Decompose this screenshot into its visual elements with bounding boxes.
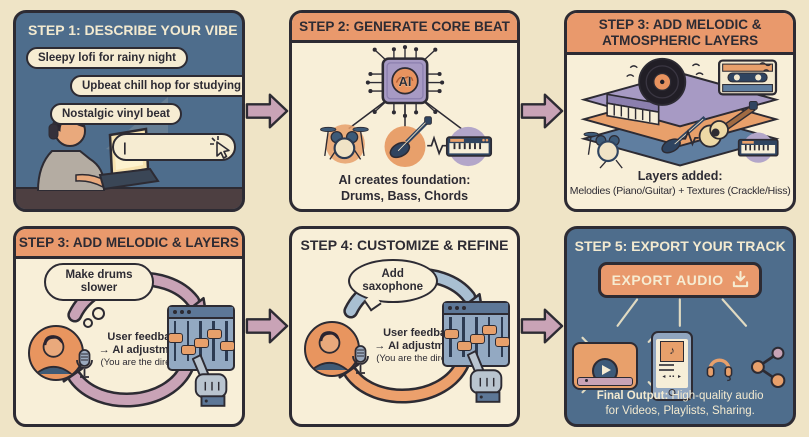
panel-step4: STEP 4: CUSTOMIZE & REFINE Add saxophone (288, 225, 521, 427)
right-arrow-icon (521, 93, 564, 129)
flow-arrow-2 (520, 10, 564, 212)
music-note-icon: ♪ (660, 340, 685, 362)
acoustic-guitar-icon (698, 101, 758, 148)
waveform-icon (681, 129, 699, 147)
feedback-cycle: Make drums slower User (16, 259, 242, 415)
prompt-bubble: Sleepy lofi for rainy night (26, 47, 189, 69)
step2-caption: AI creates foundation: Drums, Bass, Chor… (338, 173, 471, 203)
video-player-icon (572, 341, 639, 390)
piano-icon (606, 93, 660, 126)
step1-title: STEP 1: DESCRIBE YOUR VIBE (28, 22, 238, 38)
robot-hand-icon (191, 353, 227, 407)
waveform-icon (426, 135, 447, 156)
step5-title: STEP 5: EXPORT YOUR TRACK (574, 237, 786, 254)
desk (16, 186, 242, 209)
volume-slider[interactable] (443, 316, 459, 357)
panel-step5: STEP 5: EXPORT YOUR TRACK EXPORT AUDIO (564, 225, 797, 427)
right-arrow-icon (245, 308, 288, 344)
export-targets: ♪ ◂ ▪▪ ▸ (567, 330, 793, 401)
top-row: STEP 1: DESCRIBE YOUR VIBE Sleepy lofi f… (13, 10, 797, 212)
flow-arrow-4 (520, 226, 564, 428)
right-arrow-icon (521, 308, 564, 344)
thought-dot (92, 306, 105, 320)
phone-screen: ♪ ◂ ▪▪ ▸ (656, 338, 689, 388)
user-avatar (28, 324, 84, 381)
step5-caption: Final Output: High-quality audio for Vid… (596, 390, 764, 418)
panel-step1: STEP 1: DESCRIBE YOUR VIBE Sleepy lofi f… (13, 10, 245, 212)
drums-icon (583, 131, 623, 169)
bottom-row: STEP 3: ADD MELODIC & LAYERS Make drums … (13, 225, 797, 428)
step3top-caption: Layers added: Melodies (Piano/Guitar) + … (569, 169, 791, 197)
flow-arrow-1 (245, 10, 289, 212)
bass-guitar-icon (384, 116, 432, 168)
volume-slider[interactable] (482, 316, 498, 357)
volume-slider[interactable] (193, 320, 209, 361)
prompt-bubble: Upbeat chill hop for studying (70, 75, 242, 97)
synth-icon (738, 132, 779, 163)
volume-slider[interactable] (219, 320, 235, 361)
user-avatar (303, 320, 360, 377)
text-cursor: | (123, 139, 127, 155)
speech-bubble: Add saxophone (347, 258, 438, 312)
share-icon (751, 346, 786, 388)
download-icon (732, 271, 748, 288)
cassette-icon (718, 59, 778, 96)
feedback-cycle: Add saxophone User f (292, 255, 518, 411)
volume-slider[interactable] (456, 316, 472, 357)
step4-title: STEP 4: CUSTOMIZE & REFINE (300, 236, 509, 253)
prompt-input[interactable]: | (112, 133, 236, 161)
laptop-keyboard (98, 167, 160, 190)
panel-step3-bottom: STEP 3: ADD MELODIC & LAYERS Make drums … (13, 225, 245, 427)
export-audio-button[interactable]: EXPORT AUDIO (598, 261, 763, 298)
chip-label: AI (398, 74, 411, 89)
vinyl-record-icon (626, 57, 704, 106)
step3bottom-title: STEP 3: ADD MELODIC & LAYERS (16, 228, 242, 259)
progress-bar (577, 376, 634, 386)
volume-slider[interactable] (168, 320, 184, 361)
right-arrow-icon (245, 93, 288, 129)
volume-slider[interactable] (469, 316, 485, 357)
robot-hand-icon (467, 349, 503, 403)
microphone-icon (76, 348, 93, 378)
layers-illustration (580, 57, 780, 169)
flow-arrow-3 (245, 226, 289, 428)
home-button (668, 389, 676, 396)
microphone-icon (351, 344, 369, 374)
window-titlebar (444, 302, 509, 315)
prompt-bubble: Nostalgic vinyl beat (50, 103, 183, 125)
ai-core-illustration: AI (319, 45, 492, 168)
mouse-click-icon (210, 136, 230, 159)
panel-step2: STEP 2: GENERATE CORE BEAT (288, 10, 521, 212)
volume-slider[interactable] (495, 316, 511, 357)
phone-icon: ♪ ◂ ▪▪ ▸ (651, 330, 694, 401)
thought-dot (83, 317, 93, 328)
bass-guitar-icon (661, 115, 707, 154)
window-titlebar (168, 306, 233, 319)
drums-icon (319, 124, 369, 164)
brain-icon (390, 67, 419, 95)
step3top-title: STEP 3: ADD MELODIC & ATMOSPHERIC LAYERS (567, 13, 794, 56)
thought-bubble: Make drums slower (44, 262, 154, 301)
volume-slider[interactable] (206, 320, 222, 361)
step2-title: STEP 2: GENERATE CORE BEAT (291, 13, 518, 43)
volume-slider[interactable] (181, 320, 197, 361)
keyboard-icon (445, 126, 492, 167)
panel-step3-top: STEP 3: ADD MELODIC & ATMOSPHERIC LAYERS (564, 10, 797, 212)
headphones-icon (706, 358, 733, 381)
